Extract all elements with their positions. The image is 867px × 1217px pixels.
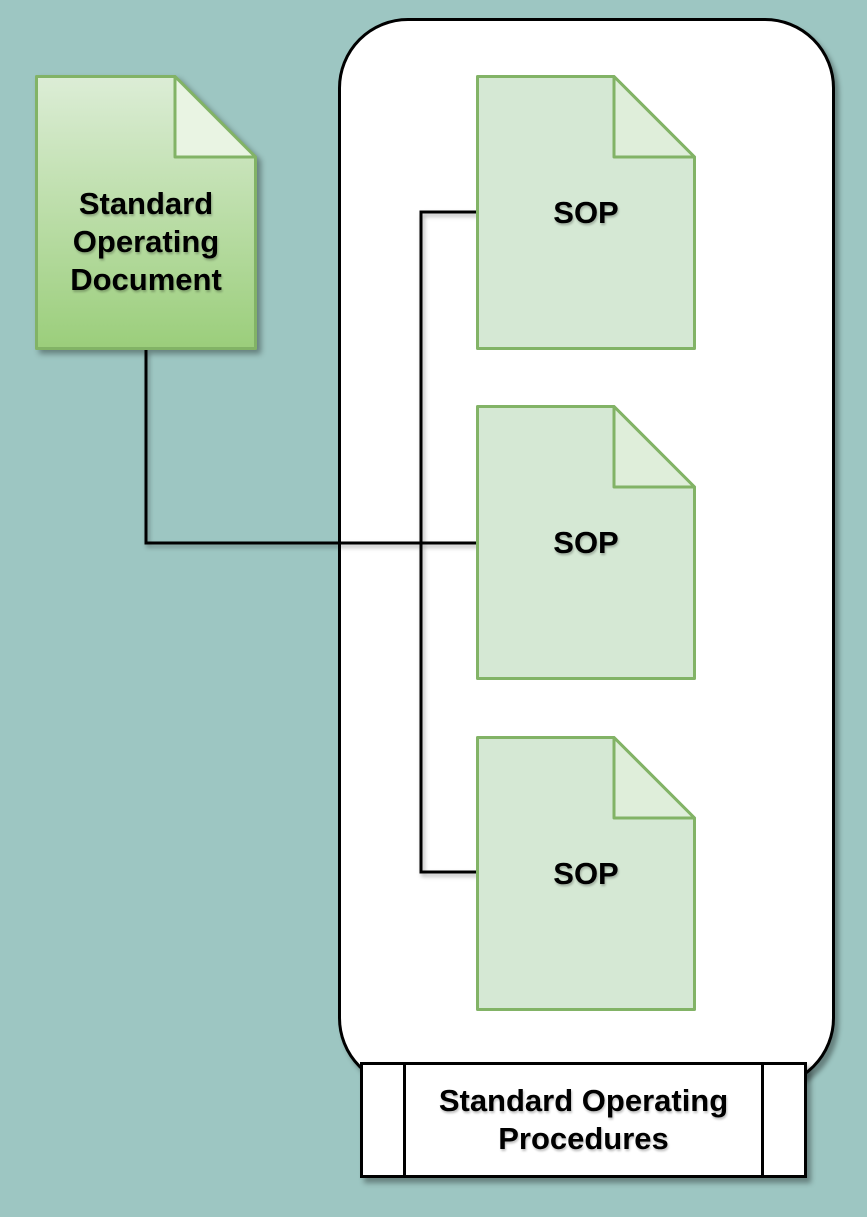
caption-left-divider: [403, 1065, 406, 1175]
caption-label-line: Standard Operating: [438, 1083, 729, 1118]
document-icon-fold-edge: [612, 405, 696, 489]
document-icon-body-edge: [476, 405, 696, 680]
caption-box: Standard Operating Procedures: [360, 1062, 807, 1178]
connector-branch-to-top-and-bottom-sop: [419, 210, 476, 874]
document-icon-fold-edge: [612, 736, 696, 820]
sop-document-node-1: SOP: [476, 75, 696, 350]
document-icon-body-edge: [476, 736, 696, 1011]
source-document-label: Standard Operating Document: [35, 75, 257, 350]
connector-source-to-middle-sop: [144, 350, 476, 545]
source-document-node: Standard Operating Document: [35, 75, 257, 350]
source-document-label-line: Document: [70, 261, 222, 297]
caption-right-divider: [761, 1065, 764, 1175]
source-document-label-line: Operating: [72, 223, 220, 259]
sop-label: SOP: [553, 855, 619, 891]
document-icon-fold-edge: [612, 75, 696, 159]
sop-label: SOP: [553, 194, 619, 230]
sop-document-node-3: SOP: [476, 736, 696, 1011]
document-icon-fold-edge: [173, 75, 257, 159]
document-icon-body-edge: [476, 75, 696, 350]
source-document-label-line: Standard: [78, 185, 214, 221]
sop-document-node-2: SOP: [476, 405, 696, 680]
caption-label-line: Procedures: [498, 1121, 669, 1156]
sop-label: SOP: [553, 524, 619, 560]
